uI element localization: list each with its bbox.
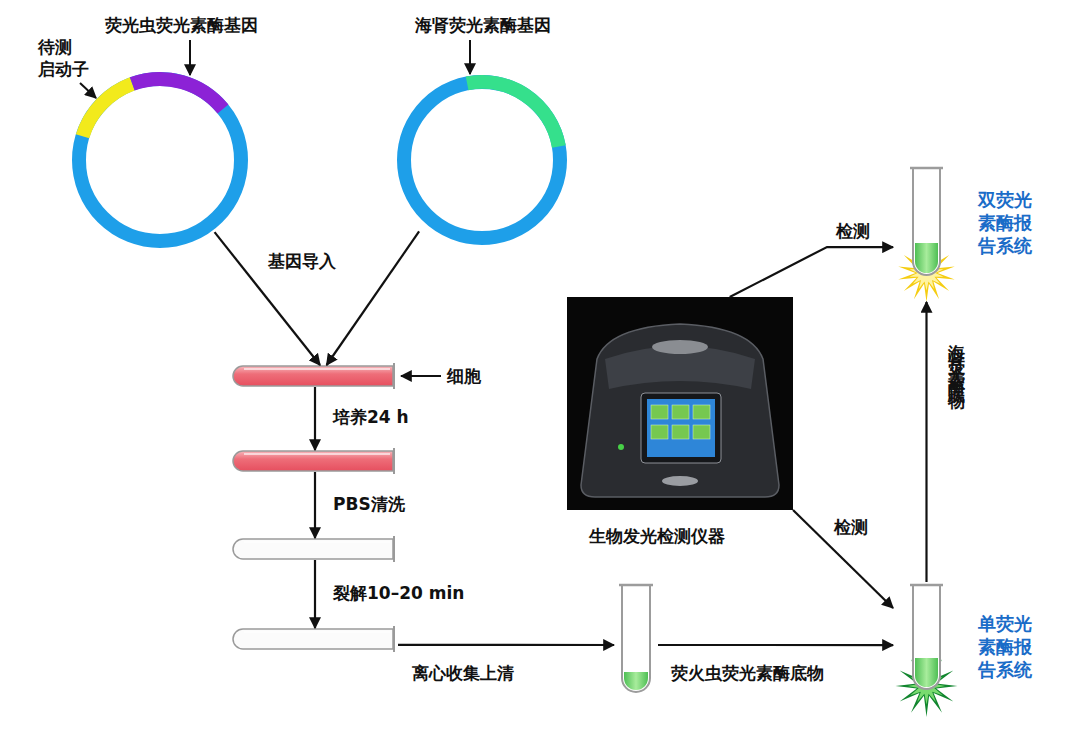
step-label: 海肾荧光素酶底物 xyxy=(946,330,968,386)
step-label: 检测 xyxy=(836,220,870,242)
touch-screen xyxy=(647,399,715,457)
tube-highlight xyxy=(244,368,390,370)
reporter-plasmid-shape xyxy=(72,72,248,248)
tube-lip xyxy=(393,536,395,562)
process-arrow xyxy=(314,387,316,450)
step-label: 荧火虫荧光素酶底物 xyxy=(671,662,824,684)
tube-highlight xyxy=(244,631,390,633)
status-light xyxy=(618,444,624,450)
single-reporter-tube: 单荧光 素酶报 告系统 xyxy=(893,582,960,712)
step-label: 裂解10–20 min xyxy=(333,582,464,604)
node-label: 待测 启动子 xyxy=(38,36,91,80)
glow-star xyxy=(896,655,958,717)
screen-button xyxy=(651,425,668,439)
screen-bezel xyxy=(641,393,721,463)
process-arrow xyxy=(314,472,316,538)
dual-reporter-tube: 双荧光 素酶报 告系统 xyxy=(893,165,960,302)
tube-highlight xyxy=(244,541,390,543)
culture-tube-shape xyxy=(232,628,398,650)
process-arrow xyxy=(730,247,893,297)
tube-highlight xyxy=(244,453,390,455)
screen-button xyxy=(672,405,689,419)
green-liquid xyxy=(624,672,648,690)
tube-lip xyxy=(393,626,395,652)
culture-tube: 细胞 xyxy=(232,365,398,387)
leader-arrow xyxy=(80,83,96,98)
process-arrow xyxy=(314,560,316,628)
screen-button xyxy=(651,405,668,419)
culture-tube-shape xyxy=(232,538,398,560)
control-plasmid: 海肾荧光素酶基因 xyxy=(397,75,567,245)
step-label: 培养24 h xyxy=(333,406,409,428)
culture-tube-shape xyxy=(232,450,398,472)
glow-star xyxy=(898,244,955,302)
process-arrow xyxy=(925,302,927,582)
node-label: 海肾荧光素酶基因 xyxy=(415,14,551,36)
node-label: 荧光虫荧光素酶基因 xyxy=(105,14,258,36)
lying-tube xyxy=(233,539,393,559)
node-label: 双荧光 素酶报 告系统 xyxy=(978,188,1036,257)
supernatant-tube xyxy=(614,582,658,698)
tube-lip xyxy=(910,167,943,170)
gene-segment xyxy=(83,84,133,136)
luminometer-shape xyxy=(567,297,793,510)
leader-arrow xyxy=(189,40,191,75)
dual-reporter-tube-shape xyxy=(893,165,960,302)
step-label: 检测 xyxy=(834,516,868,538)
plasmid-backbone xyxy=(404,82,560,238)
step-label: 离心收集上清 xyxy=(412,662,514,684)
green-liquid xyxy=(915,243,938,273)
screen-button xyxy=(693,405,710,419)
gene-segment xyxy=(467,82,559,146)
step-label: PBS清洗 xyxy=(333,493,405,515)
node-label: 单荧光 素酶报 告系统 xyxy=(978,612,1036,681)
device-logo xyxy=(662,476,698,486)
node-label: 生物发光检测仪器 xyxy=(589,525,725,547)
photo-background xyxy=(567,297,793,510)
process-arrow xyxy=(398,644,614,646)
device-body xyxy=(581,324,779,497)
test-tube xyxy=(913,585,940,689)
screen-button xyxy=(672,425,689,439)
culture-tube xyxy=(232,450,398,472)
green-liquid xyxy=(915,658,938,687)
plasmid-backbone xyxy=(79,79,241,241)
culture-tube xyxy=(232,538,398,560)
lying-tube xyxy=(233,451,393,471)
process-arrow xyxy=(793,510,893,608)
device-logo xyxy=(652,340,708,354)
control-plasmid-shape xyxy=(397,75,567,245)
single-reporter-tube-shape xyxy=(893,582,960,712)
test-tube xyxy=(622,585,650,692)
luminometer: 生物发光检测仪器 xyxy=(567,297,793,510)
tube-lip xyxy=(393,363,395,389)
tube-lip xyxy=(393,448,395,474)
supernatant-tube-shape xyxy=(614,582,658,698)
leader-arrow xyxy=(469,40,471,74)
lying-tube xyxy=(233,629,393,649)
screen-button xyxy=(693,425,710,439)
tube-lip xyxy=(910,584,943,587)
leader-arrow xyxy=(401,375,441,377)
test-tube xyxy=(913,168,940,275)
process-arrow xyxy=(658,644,893,646)
culture-tube xyxy=(232,628,398,650)
step-label: 基因导入 xyxy=(268,250,336,272)
lying-tube xyxy=(233,366,393,386)
tube-lip xyxy=(619,584,653,587)
culture-tube-shape xyxy=(232,365,398,387)
process-arrow xyxy=(327,231,419,365)
node-label: 细胞 xyxy=(447,365,481,387)
gene-segment xyxy=(132,79,223,109)
reporter-plasmid: 荧光虫荧光素酶基因待测 启动子 xyxy=(72,72,248,248)
